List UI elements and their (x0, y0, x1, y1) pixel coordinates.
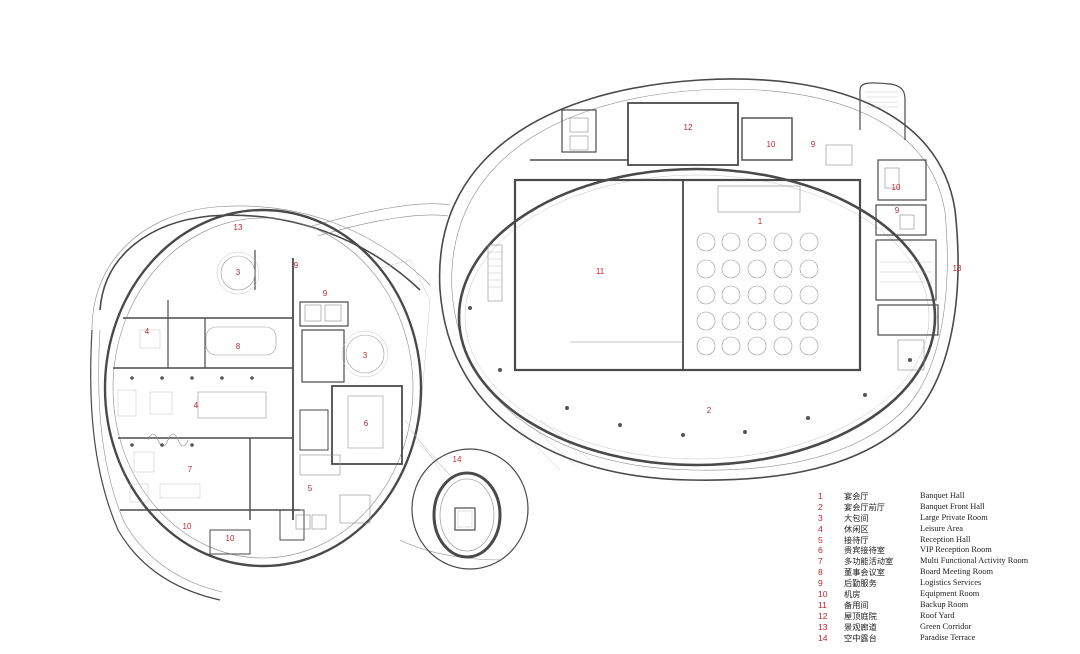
legend-english: Board Meeting Room (920, 567, 994, 577)
room-label-10-a: 10 (767, 140, 776, 149)
legend-english: Leisure Area (920, 523, 964, 533)
room-label-11: 11 (596, 267, 605, 276)
room-label-10-d: 10 (226, 534, 235, 543)
legend-english: Paradise Terrace (920, 632, 976, 642)
room-label-2: 2 (707, 406, 712, 415)
legend-row: 3 大包间 Large Private Room (818, 513, 1068, 524)
left-building (103, 208, 423, 568)
room-label-1: 1 (758, 217, 763, 226)
legend-english: Equipment Room (920, 589, 980, 599)
legend-row: 10 机房 Equipment Room (818, 589, 1068, 600)
legend-number: 12 (818, 610, 828, 621)
legend-chinese: 备用间 (844, 599, 869, 610)
legend-english: Backup Room (920, 599, 969, 609)
legend-chinese: 宴会厅前厅 (844, 501, 885, 512)
legend-number: 11 (818, 599, 827, 610)
legend-row: 5 接待厅 Reception Hall (818, 535, 1068, 546)
legend-chinese: 空中露台 (844, 632, 877, 643)
room-label-13-left: 13 (234, 223, 243, 232)
room-label-6: 6 (364, 419, 369, 428)
legend-number: 8 (818, 567, 823, 578)
room-label-9-c: 9 (811, 140, 816, 149)
legend-row: 9 后勤服务 Logistics Services (818, 578, 1068, 589)
room-label-4-lower: 4 (194, 401, 199, 410)
legend-row: 6 贵宾接待室 VIP Reception Room (818, 545, 1068, 556)
room-label-10-b: 10 (892, 183, 901, 192)
legend-number: 13 (818, 621, 828, 632)
right-building (438, 78, 959, 481)
legend-english: Reception Hall (920, 534, 971, 544)
room-label-7: 7 (188, 465, 193, 474)
legend-row: 14 空中露台 Paradise Terrace (818, 633, 1068, 644)
legend-number: 3 (818, 512, 823, 523)
room-label-9-b: 9 (323, 289, 328, 298)
legend-row: 1 宴会厅 Banquet Hall (818, 491, 1068, 502)
legend-chinese: 董事会议室 (844, 567, 885, 578)
legend-english: Green Corridor (920, 621, 972, 631)
room-label-4-upper: 4 (145, 327, 150, 336)
legend-english: Banquet Hall (920, 491, 965, 500)
paradise-terrace (411, 448, 529, 570)
room-label-3-right: 3 (363, 351, 368, 360)
legend-english: Large Private Room (920, 512, 988, 522)
legend-number: 14 (818, 632, 828, 643)
legend-english: Multi Functional Activity Room (920, 556, 1029, 566)
legend-number: 9 (818, 578, 823, 589)
legend-english: Banquet Front Hall (920, 501, 985, 511)
legend-number: 2 (818, 501, 823, 512)
room-label-5: 5 (308, 484, 313, 493)
legend-chinese: 多功能活动室 (844, 556, 894, 567)
legend-number: 6 (818, 545, 823, 556)
room-label-9-d: 9 (895, 206, 900, 215)
legend-row: 4 休闲区 Leisure Area (818, 524, 1068, 535)
legend: 1 宴会厅 Banquet Hall 2 宴会厅前厅 Banquet Front Hal… (818, 491, 1068, 643)
legend-chinese: 接待厅 (844, 534, 869, 545)
room-label-12: 12 (684, 123, 693, 132)
legend-chinese: 机房 (844, 589, 861, 600)
legend-row: 12 屋顶庭院 Roof Yard (818, 611, 1068, 622)
legend-number: 5 (818, 534, 823, 545)
legend-chinese: 休闲区 (844, 523, 869, 534)
legend-chinese: 屋顶庭院 (844, 610, 877, 621)
legend-chinese: 大包间 (844, 512, 869, 523)
legend-number: 4 (818, 523, 823, 534)
legend-english: Roof Yard (920, 610, 955, 620)
legend-chinese: 宴会厅 (844, 491, 869, 501)
legend-row: 13 景观廊道 Green Corridor (818, 622, 1068, 633)
legend-row: 8 董事会议室 Board Meeting Room (818, 567, 1068, 578)
legend-row: 11 备用间 Backup Room (818, 600, 1068, 611)
room-label-14: 14 (453, 455, 462, 464)
room-labels: 1 2 3 3 4 4 5 6 7 8 9 9 9 9 10 10 10 10 … (145, 123, 962, 543)
legend-chinese: 后勤服务 (844, 578, 877, 589)
room-label-9-a: 9 (294, 261, 299, 270)
room-label-3-top: 3 (236, 268, 241, 277)
legend-chinese: 景观廊道 (844, 621, 877, 632)
legend-number: 1 (818, 491, 823, 501)
legend-chinese: 贵宾接待室 (844, 545, 885, 556)
legend-row: 2 宴会厅前厅 Banquet Front Hall (818, 502, 1068, 513)
legend-number: 7 (818, 556, 823, 567)
room-label-8: 8 (236, 342, 241, 351)
room-label-10-c: 10 (183, 522, 192, 531)
legend-number: 10 (818, 589, 828, 600)
room-label-13-right: 13 (953, 264, 962, 273)
legend-english: Logistics Services (920, 578, 982, 588)
legend-row: 7 多功能活动室 Multi Functional Activity Room (818, 556, 1068, 567)
legend-english: VIP Reception Room (920, 545, 992, 555)
green-corridor (90, 205, 431, 601)
